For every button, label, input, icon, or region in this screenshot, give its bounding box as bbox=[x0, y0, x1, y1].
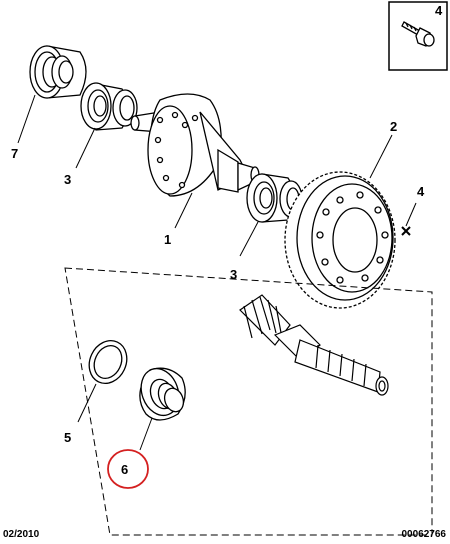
leader-2 bbox=[369, 134, 393, 179]
highlight-circle bbox=[107, 449, 149, 489]
dashed-group-outline bbox=[64, 267, 433, 536]
leader-4 bbox=[405, 202, 417, 227]
leader-5 bbox=[77, 383, 97, 423]
footer-reference: 00062766 bbox=[401, 529, 447, 540]
callout-4: 4 bbox=[417, 184, 425, 199]
bolt-marker-part-4[interactable] bbox=[401, 226, 411, 236]
footer-date: 02/2010 bbox=[3, 529, 40, 540]
callout-5: 5 bbox=[64, 430, 71, 445]
callout-1: 1 bbox=[164, 232, 171, 247]
callout-3-lower: 3 bbox=[230, 267, 237, 282]
leader-1 bbox=[174, 192, 193, 229]
callout-6: 6 bbox=[121, 462, 128, 477]
leader-3-upper bbox=[75, 127, 96, 169]
callout-3-upper: 3 bbox=[64, 172, 71, 187]
callout-4-inset: 4 bbox=[435, 3, 443, 18]
bearing-part-3-upper[interactable] bbox=[80, 82, 138, 131]
crown-wheel-part-2[interactable] bbox=[284, 171, 396, 309]
seal-part-7[interactable] bbox=[29, 45, 87, 99]
pinion-shaft[interactable] bbox=[239, 294, 389, 396]
bearing-part-3-lower[interactable] bbox=[246, 173, 303, 223]
bolt-icon[interactable] bbox=[401, 21, 435, 47]
leader-3-lower bbox=[239, 221, 259, 257]
shim-ring-part-5[interactable] bbox=[82, 334, 133, 389]
bearing-part-6[interactable] bbox=[135, 363, 187, 421]
leader-6 bbox=[139, 417, 153, 451]
callout-2: 2 bbox=[390, 119, 397, 134]
differential-housing-part-1[interactable] bbox=[130, 93, 260, 197]
leader-7 bbox=[17, 94, 36, 144]
callout-7: 7 bbox=[11, 146, 18, 161]
